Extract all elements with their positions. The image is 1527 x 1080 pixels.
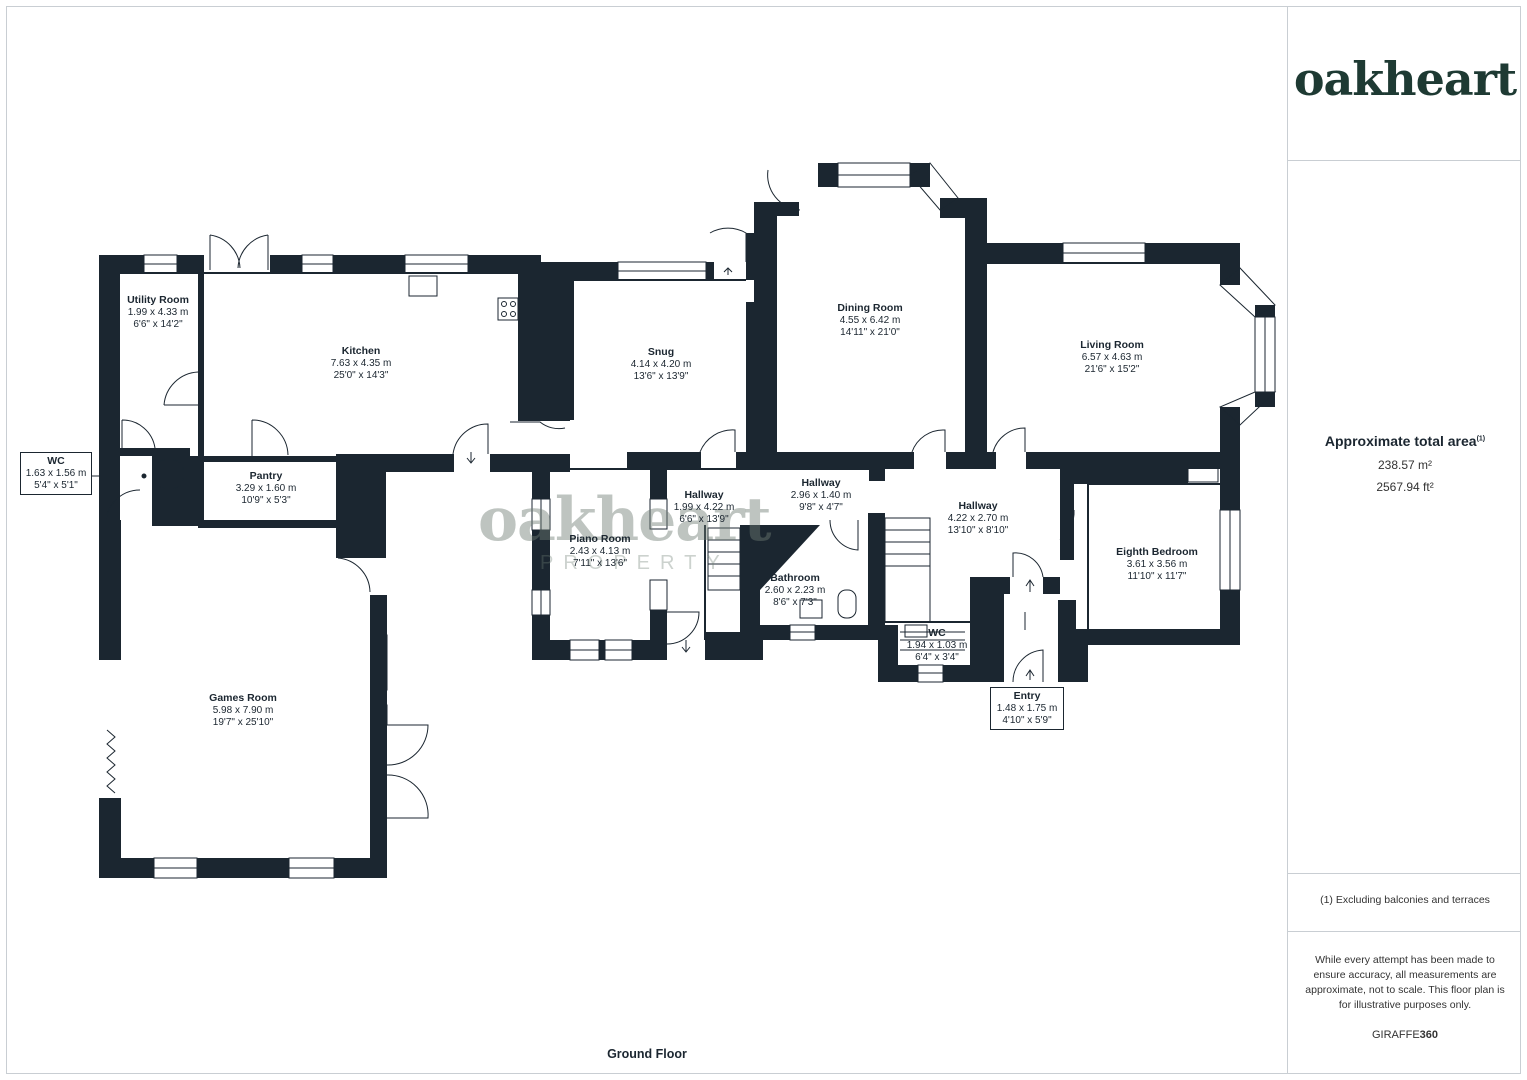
- room-label-snug: Snug 4.14 x 4.20 m 13'6" x 13'9": [631, 346, 692, 384]
- stair-wedge: [745, 525, 820, 590]
- flow-arrows: [90, 267, 1035, 680]
- room-imperial: 14'11" x 21'0": [840, 327, 900, 338]
- sidebar-rule-top: [1288, 160, 1521, 161]
- sidebar-divider: [1287, 6, 1288, 1074]
- room-metric: 3.29 x 1.60 m: [235, 482, 297, 494]
- room-imperial: 6'4" x 3'4": [915, 652, 959, 663]
- room-name: Games Room: [209, 692, 277, 704]
- room-name: Kitchen: [341, 345, 381, 357]
- room-imperial: 6'6" x 13'9": [679, 514, 729, 525]
- walls: [99, 163, 1275, 878]
- room-imperial: 25'0" x 14'3": [333, 370, 389, 381]
- page-frame: [6, 6, 1521, 1074]
- room-name: Snug: [647, 346, 675, 358]
- room-imperial: 13'6" x 13'9": [633, 371, 689, 382]
- sidebar-rule-bottom: [1288, 931, 1521, 932]
- room-name: Utility Room: [127, 294, 189, 306]
- room-metric: 6.57 x 4.63 m: [1081, 351, 1143, 363]
- room-name: Bathroom: [770, 572, 820, 584]
- area-title-text: Approximate total area: [1324, 433, 1477, 449]
- floor-plan: [90, 162, 1277, 879]
- room-label-bathroom: Bathroom 2.60 x 2.23 m 8'6" x 7'3": [765, 572, 826, 610]
- room-name: WC: [928, 627, 946, 639]
- room-metric: 1.99 x 4.33 m: [127, 306, 189, 318]
- room-metric: 7.63 x 4.35 m: [330, 357, 392, 369]
- room-label-hallway-2: Hallway 2.96 x 1.40 m 9'8" x 4'7": [791, 477, 852, 515]
- room-name: Eighth Bedroom: [1116, 546, 1198, 558]
- room-callout-wc-1: WC 1.63 x 1.56 m 5'4" x 5'1": [20, 452, 92, 495]
- disclaimer: While every attempt has been made to ens…: [1305, 954, 1505, 1011]
- room-imperial: 11'10" x 11'7": [1127, 571, 1187, 582]
- room-label-wc-2: WC 1.94 x 1.03 m 6'4" x 3'4": [907, 627, 968, 665]
- room-imperial: 21'6" x 15'2": [1084, 364, 1140, 375]
- credit: GIRAFFE360: [1290, 1029, 1520, 1041]
- floor-label: Ground Floor: [607, 1047, 687, 1061]
- room-label-piano: Piano Room 2.43 x 4.13 m 7'11" x 13'6": [569, 533, 630, 571]
- room-metric: 1.99 x 4.22 m: [673, 501, 735, 513]
- room-metric: 4.22 x 2.70 m: [947, 512, 1009, 524]
- room-callout-entry: Entry 1.48 x 1.75 m 4'10" x 5'9": [990, 687, 1064, 730]
- credit-suffix: 360: [1419, 1029, 1439, 1041]
- room-label-eighth-bedroom: Eighth Bedroom 3.61 x 3.56 m 11'10" x 11…: [1116, 546, 1198, 584]
- room-imperial: 8'6" x 7'3": [773, 597, 817, 608]
- footnote: (1) Excluding balconies and terraces: [1320, 894, 1490, 906]
- room-metric: 5.98 x 7.90 m: [212, 704, 274, 716]
- partitions: [120, 216, 1220, 640]
- room-imperial: 19'7" x 25'10": [212, 717, 274, 728]
- room-label-pantry: Pantry 3.29 x 1.60 m 10'9" x 5'3": [236, 470, 297, 508]
- room-name: Hallway: [958, 500, 998, 512]
- room-imperial: 4'10" x 5'9": [1002, 715, 1052, 726]
- room-imperial: 9'8" x 4'7": [799, 502, 843, 513]
- room-label-dining: Dining Room 4.55 x 6.42 m 14'11" x 21'0": [837, 302, 902, 340]
- room-name: Pantry: [249, 470, 283, 482]
- room-label-hallway-1: Hallway 1.99 x 4.22 m 6'6" x 13'9": [674, 489, 735, 527]
- doors: [105, 169, 1075, 819]
- room-name: Dining Room: [837, 302, 903, 314]
- room-imperial: 6'6" x 14'2": [133, 319, 183, 330]
- room-name: Entry: [1013, 690, 1041, 702]
- windows: [143, 162, 1276, 879]
- sidebar-rule-middle: [1288, 873, 1521, 874]
- area-title: Approximate total area(1): [1290, 433, 1520, 449]
- room-name: Piano Room: [569, 533, 631, 545]
- room-metric: 2.43 x 4.13 m: [569, 545, 631, 557]
- room-metric: 2.60 x 2.23 m: [764, 584, 826, 596]
- room-metric: 1.94 x 1.03 m: [906, 639, 968, 651]
- room-name: Hallway: [801, 477, 841, 489]
- room-name: WC: [47, 455, 65, 467]
- room-metric: 1.63 x 1.56 m: [25, 467, 87, 479]
- room-imperial: 13'10" x 8'10": [947, 525, 1009, 536]
- bifold-door: [106, 729, 116, 794]
- room-imperial: 10'9" x 5'3": [241, 495, 291, 506]
- room-label-utility: Utility Room 1.99 x 4.33 m 6'6" x 14'2": [127, 294, 189, 332]
- room-label-living: Living Room 6.57 x 4.63 m 21'6" x 15'2": [1080, 339, 1144, 377]
- room-label-kitchen: Kitchen 7.63 x 4.35 m 25'0" x 14'3": [331, 345, 392, 383]
- room-imperial: 5'4" x 5'1": [34, 480, 78, 491]
- room-metric: 3.61 x 3.56 m: [1126, 558, 1188, 570]
- area-sqm: 238.57 m²: [1377, 458, 1433, 472]
- room-label-hallway-3: Hallway 4.22 x 2.70 m 13'10" x 8'10": [948, 500, 1009, 538]
- room-metric: 4.14 x 4.20 m: [630, 358, 692, 370]
- area-title-note: (1): [1476, 435, 1486, 443]
- room-imperial: 7'11" x 13'6": [572, 558, 628, 569]
- brand-logo: oakheart: [1293, 52, 1517, 106]
- room-metric: 1.48 x 1.75 m: [996, 702, 1058, 714]
- room-label-games: Games Room 5.98 x 7.90 m 19'7" x 25'10": [209, 692, 277, 730]
- credit-prefix: GIRAFFE: [1371, 1029, 1420, 1041]
- room-name: Living Room: [1080, 339, 1144, 351]
- bay-windows: [909, 162, 1277, 426]
- area-sqft: 2567.94 ft²: [1376, 480, 1434, 494]
- room-name: Hallway: [684, 489, 724, 501]
- room-metric: 4.55 x 6.42 m: [839, 314, 901, 326]
- room-metric: 2.96 x 1.40 m: [790, 489, 852, 501]
- fixtures: [141, 275, 1219, 638]
